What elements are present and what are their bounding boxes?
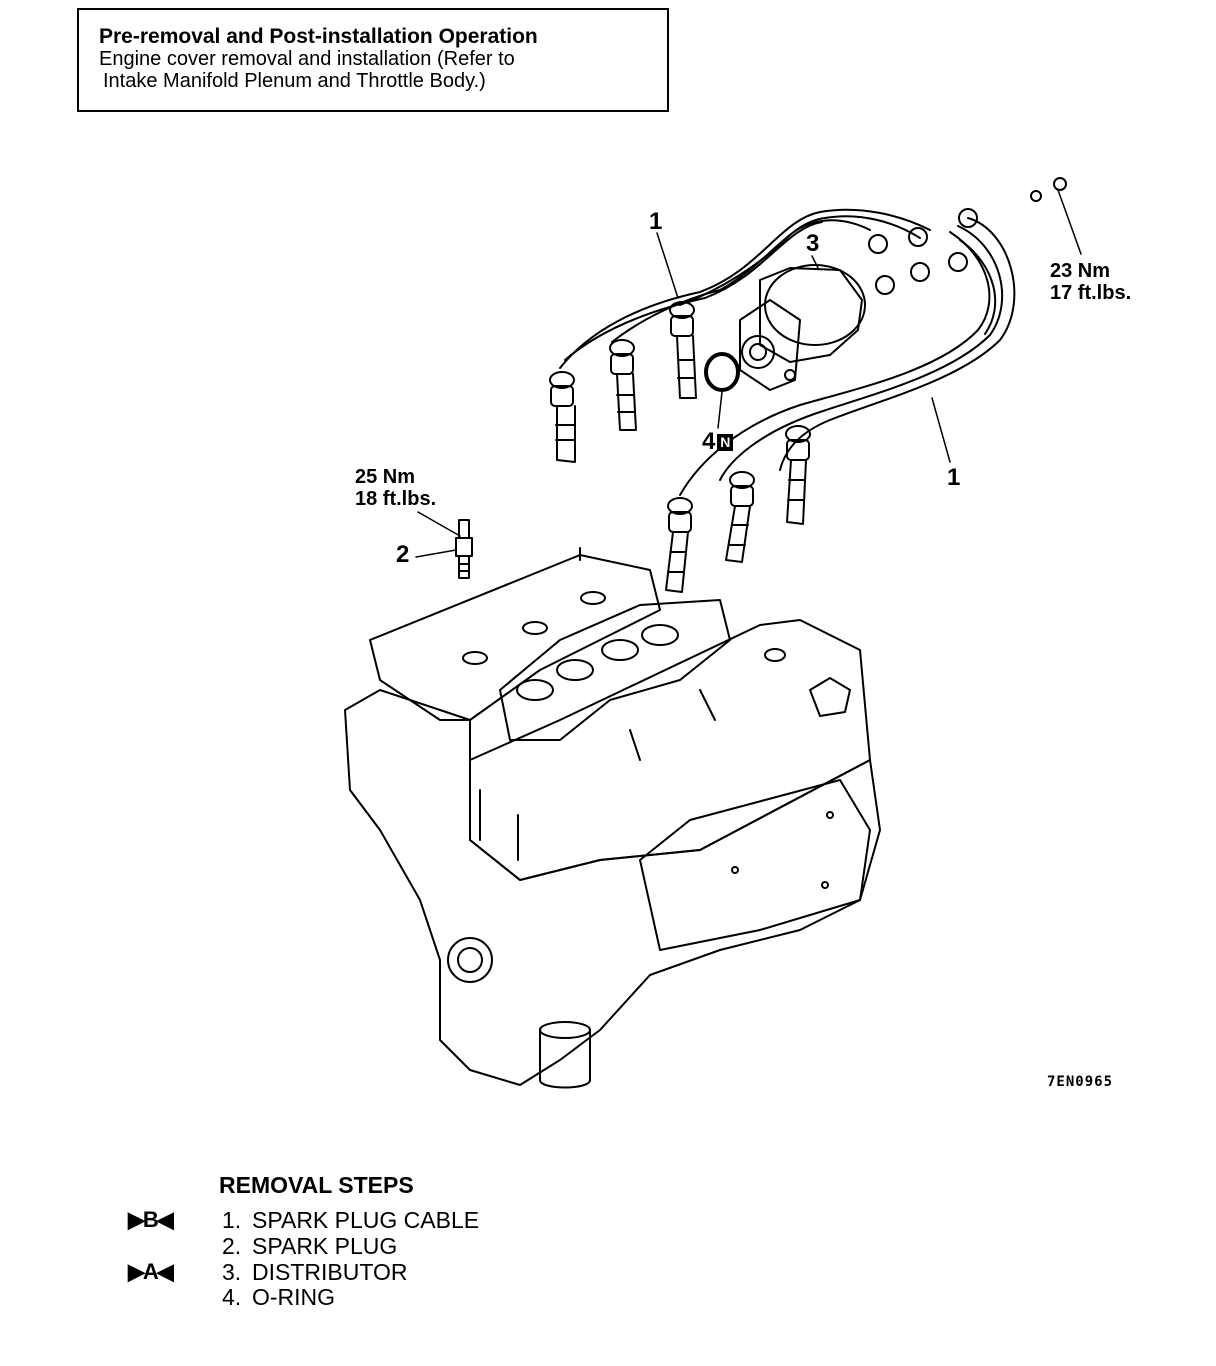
step-2-name: SPARK PLUG [252,1233,398,1259]
o-ring [704,352,740,392]
leader-lines [415,189,1082,558]
callout-spark-plug-cable-right: 1 [947,464,961,491]
removal-step-3: ▶A◀ 3. DISTRIBUTOR [128,1259,588,1285]
distributor-torque: 23 Nm 17 ft.lbs. [1050,260,1131,304]
step-3-number: 3. [222,1259,242,1285]
removal-step-4: 4. O-RING [128,1284,588,1310]
spark-plug-torque-nm: 25 Nm [355,466,416,488]
spark-plug-torque-ftlbs: 18 ft.lbs. [355,488,437,510]
note-line-1: Engine cover removal and installation (R… [99,48,515,70]
spark-plug-torque: 25 Nm 18 ft.lbs. [355,466,436,510]
spark-plug-cable-right-group [665,217,1016,593]
plug-boot-5 [725,471,755,563]
callout-spark-plug-cable-top: 1 [649,208,663,235]
note-line-2: Intake Manifold Plenum and Throttle Body… [103,70,486,92]
non-reusable-badge: N [717,434,734,451]
step-3-name: DISTRIBUTOR [252,1259,408,1285]
distributor-torque-nm: 23 Nm [1050,260,1111,282]
figure-code: 7EN0965 [1047,1074,1114,1090]
plug-boot-4 [785,425,811,525]
callout-distributor: 3 [806,230,820,257]
step-4-number: 4. [222,1284,242,1310]
note-title: Pre-removal and Post-installation Operat… [99,25,538,48]
distributor-nuts [1030,177,1067,202]
distributor [739,264,866,391]
removal-step-2: 2. SPARK PLUG [128,1233,588,1259]
step-3-mark: ▶A◀ [128,1259,174,1284]
distributor-torque-ftlbs: 17 ft.lbs. [1050,282,1132,304]
removal-steps-title: REMOVAL STEPS [219,1172,414,1198]
operation-note-box: Pre-removal and Post-installation Operat… [77,8,669,112]
step-2-number: 2. [222,1233,242,1259]
plug-boot-3 [669,301,697,399]
spark-plug-cable-left-group [549,208,978,463]
plug-boot-6 [665,497,693,593]
plug-boot-1 [549,371,576,463]
removal-step-1: ▶B◀ 1. SPARK PLUG CABLE [128,1207,588,1233]
step-1-mark: ▶B◀ [128,1207,174,1232]
spark-plug [455,519,473,579]
plug-boot-2 [609,339,637,431]
step-1-number: 1. [222,1207,242,1233]
engine-block [344,547,881,1089]
step-1-name: SPARK PLUG CABLE [252,1207,480,1233]
step-4-name: O-RING [252,1284,336,1310]
callout-spark-plug: 2 [396,541,410,568]
o-ring-number: 4 [702,428,716,455]
